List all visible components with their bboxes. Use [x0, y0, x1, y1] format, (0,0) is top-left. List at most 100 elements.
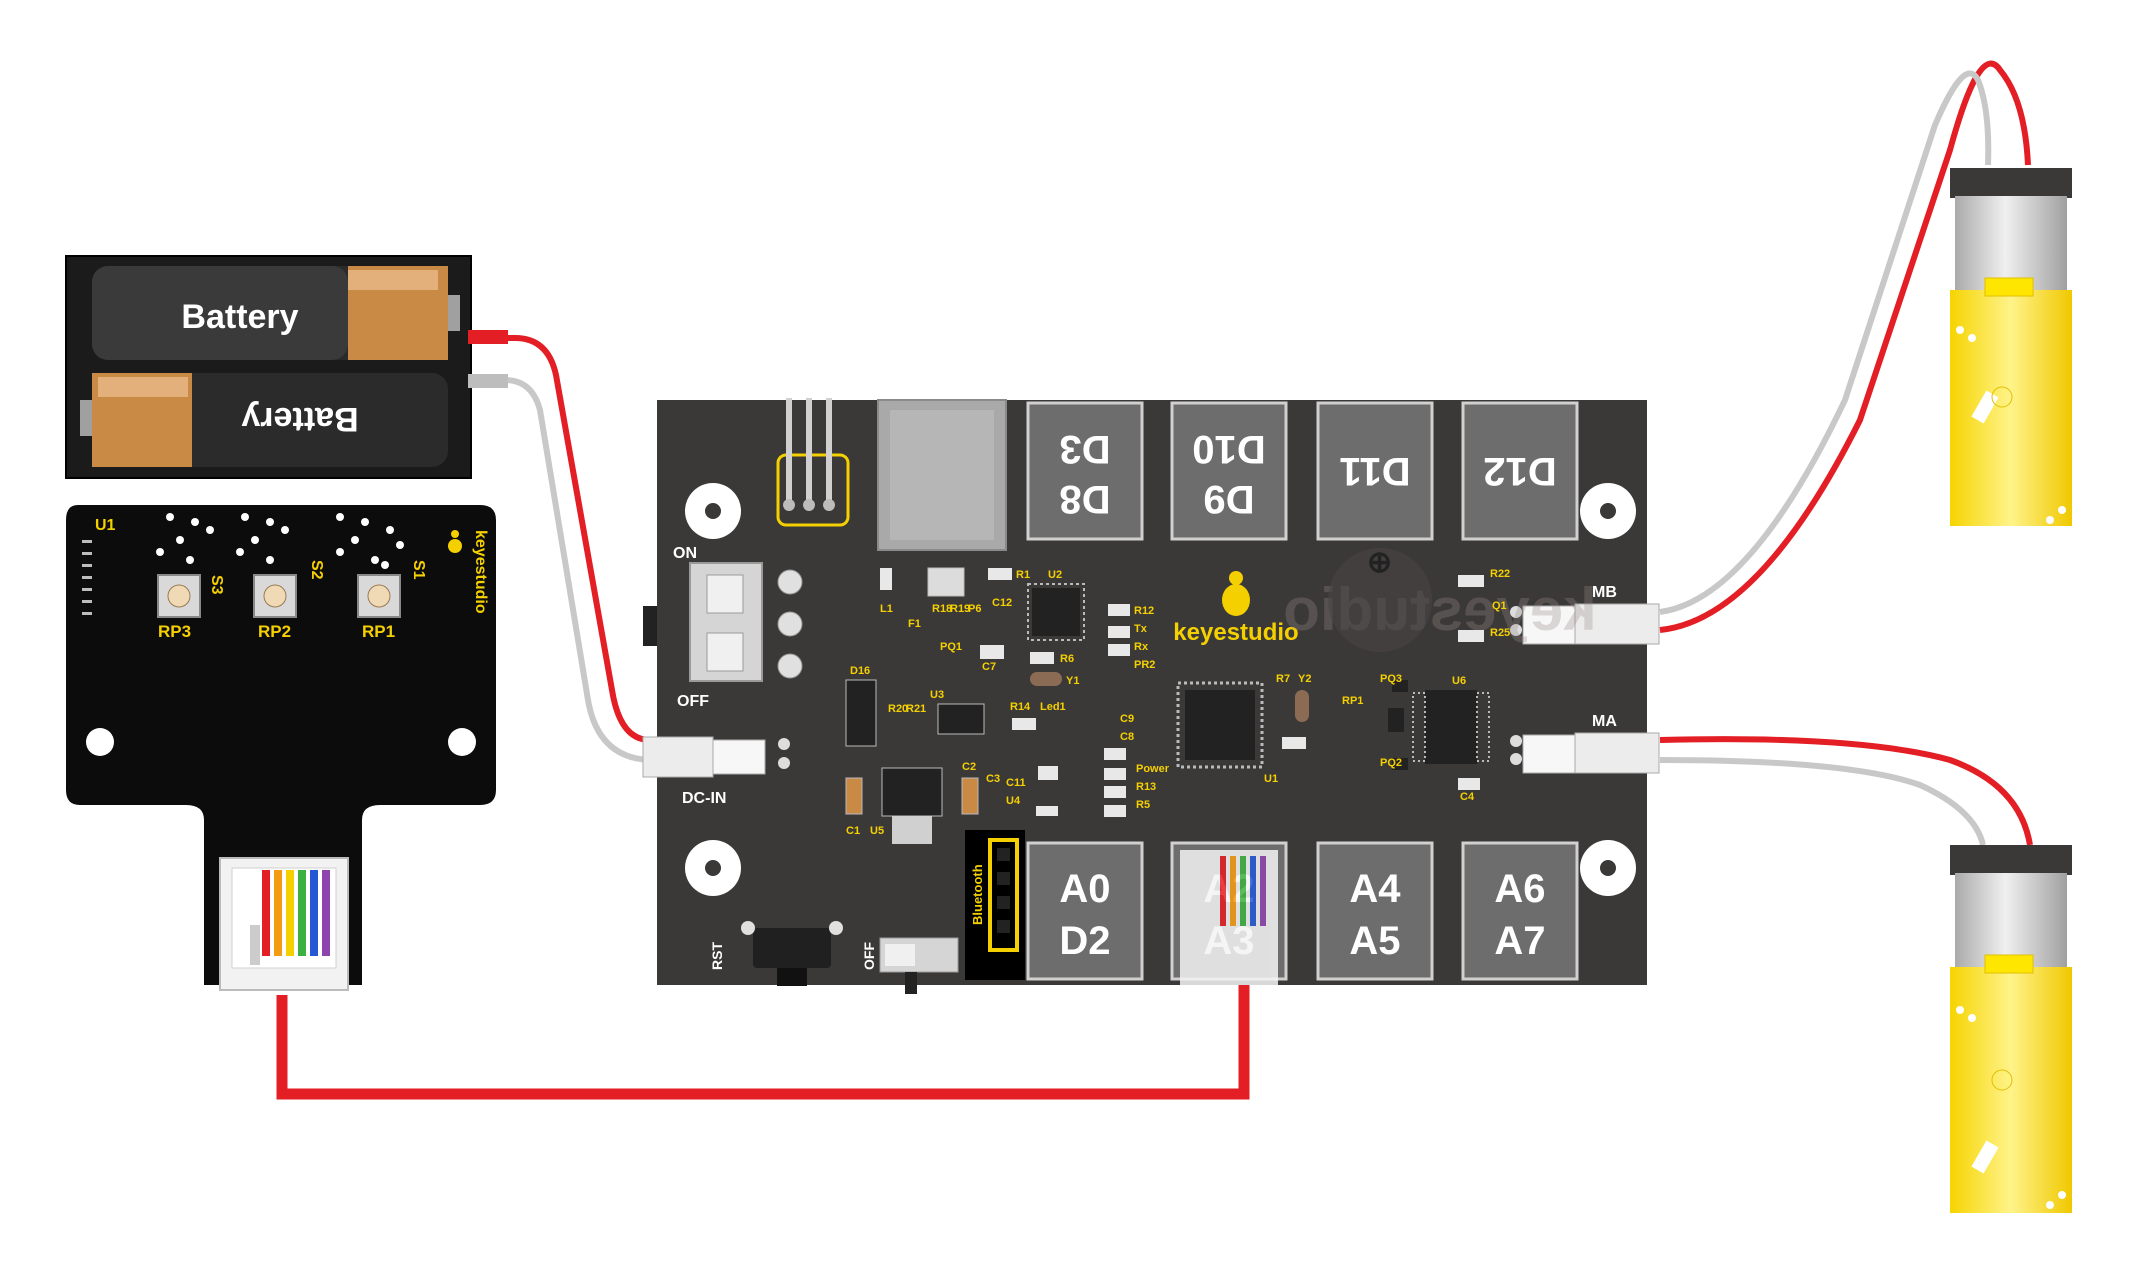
sensor-rp2-label: RP2 [258, 622, 291, 641]
label-c8: C8 [1120, 731, 1134, 743]
potentiometer-rp1[interactable] [357, 574, 401, 618]
label-u2: U2 [1048, 569, 1062, 581]
label-c12: C12 [992, 597, 1012, 609]
port-d8-label: D8 [1059, 477, 1110, 521]
label-y1: Y1 [1066, 675, 1079, 687]
label-r22: R22 [1490, 568, 1510, 580]
label-y2: Y2 [1298, 673, 1311, 685]
label-l1: L1 [880, 603, 893, 615]
chip-u1-mcu [1176, 681, 1264, 769]
label-u6: U6 [1452, 675, 1466, 687]
label-r13: R13 [1136, 781, 1156, 793]
sensor-s2-label: S2 [308, 560, 325, 580]
sensor-s3-label: S3 [208, 575, 225, 595]
regulator-u5 [881, 767, 943, 844]
sensor-rp3-label: RP3 [158, 622, 191, 641]
svg-text:⊕: ⊕ [1367, 546, 1392, 579]
port-a4-a5[interactable]: A4 A5 [1316, 841, 1434, 981]
bluetooth-header[interactable] [965, 830, 1025, 980]
chip-u6 [1412, 690, 1490, 764]
motor-a [1950, 845, 2072, 1213]
label-r6: R6 [1060, 653, 1074, 665]
port-a0-label: A0 [1059, 867, 1110, 911]
usb-port[interactable] [877, 399, 1007, 551]
diode-d16 [845, 679, 877, 747]
sensor-brand-label: keyestudio [472, 530, 489, 614]
battery-cell-bottom: Battery [80, 373, 448, 467]
capacitor-c2 [961, 777, 979, 815]
port-d3-d8[interactable]: D3 D8 [1026, 401, 1144, 541]
label-r5: R5 [1136, 799, 1150, 811]
label-c3: C3 [986, 773, 1000, 785]
sensor-cable-connector [219, 857, 349, 991]
sensor-ir-dots [156, 513, 404, 569]
port-a7-label: A7 [1494, 919, 1545, 963]
label-r7: R7 [1276, 673, 1290, 685]
rst-label: RST [709, 942, 725, 970]
bt-off-label: OFF [861, 942, 877, 970]
capacitor-c1 [845, 777, 863, 815]
label-c4: C4 [1460, 791, 1475, 803]
label-rp1: RP1 [1342, 695, 1363, 707]
line-tracking-sensor: U1 S3 S2 [66, 505, 496, 991]
bluetooth-switch[interactable] [879, 937, 959, 994]
chip-u2 [1027, 583, 1085, 641]
label-c9: C9 [1120, 713, 1134, 725]
label-c7: C7 [982, 661, 996, 673]
battery-bottom-label: Battery [241, 400, 358, 438]
potentiometer-rp2[interactable] [253, 574, 297, 618]
sensor-red-cable [276, 985, 1250, 1100]
sensor-u1-label: U1 [95, 517, 116, 534]
motor-b [1950, 168, 2072, 526]
battery-terminal-grey [468, 374, 508, 388]
mb-connector[interactable] [1510, 603, 1660, 645]
battery-grey-wire [470, 377, 651, 763]
bluetooth-label: Bluetooth [970, 864, 985, 925]
label-u4: U4 [1006, 795, 1021, 807]
port-d11[interactable]: D11 [1316, 401, 1434, 541]
label-u3: U3 [930, 689, 944, 701]
port-d11-label: D11 [1339, 449, 1410, 493]
label-tx: Tx [1134, 623, 1148, 635]
motor-b-red-wire [1659, 60, 2031, 633]
port-d9-label: D9 [1203, 477, 1254, 521]
battery-cell-top: Battery [92, 266, 460, 360]
battery-top-label: Battery [181, 298, 298, 336]
port-a5-label: A5 [1349, 919, 1400, 963]
top-ports: D3 D8 D10 D9 D11 [1026, 401, 1579, 541]
switch-on-label: ON [673, 545, 697, 562]
board-brand-label: keyestudio [1173, 619, 1298, 646]
reset-button[interactable] [741, 921, 843, 986]
label-d16: D16 [850, 665, 870, 677]
bottom-ports: A0 D2 A2 A3 A4 A5 [1026, 841, 1579, 985]
label-r18: R18 [932, 603, 952, 615]
port-a0-d2[interactable]: A0 D2 [1026, 841, 1144, 981]
potentiometer-rp3[interactable] [157, 574, 201, 618]
battery-red-wire [470, 335, 651, 743]
sensor-rp1-label: RP1 [362, 622, 395, 641]
sensor-bug-logo-icon [448, 530, 462, 553]
port-d10-d9[interactable]: D10 D9 [1170, 401, 1288, 541]
port-d3-label: D3 [1059, 427, 1110, 471]
label-pq1: PQ1 [940, 641, 962, 653]
label-led1: Led1 [1040, 701, 1066, 713]
label-r14: R14 [1010, 701, 1031, 713]
power-switch[interactable] [643, 562, 803, 682]
port-d12[interactable]: D12 [1461, 401, 1579, 541]
label-r1: R1 [1016, 569, 1030, 581]
label-pq2: PQ2 [1380, 757, 1402, 769]
dc-in-label: DC-IN [682, 790, 726, 807]
port-a2-a3[interactable]: A2 A3 [1170, 841, 1288, 985]
mb-label: MB [1592, 584, 1617, 601]
label-r20: R20 [888, 703, 908, 715]
crystal-y1 [1030, 672, 1062, 686]
dc-in-connector[interactable] [642, 736, 790, 778]
motor-a-red-wire [1659, 736, 2033, 846]
ma-connector[interactable] [1510, 732, 1660, 774]
sensor-mount-hole-left [86, 728, 114, 756]
port-d2-label: D2 [1059, 919, 1110, 963]
wires [276, 60, 2033, 1100]
label-rx: Rx [1134, 641, 1149, 653]
port-a6-a7[interactable]: A6 A7 [1461, 841, 1579, 981]
sensor-s1-label: S1 [410, 560, 427, 580]
